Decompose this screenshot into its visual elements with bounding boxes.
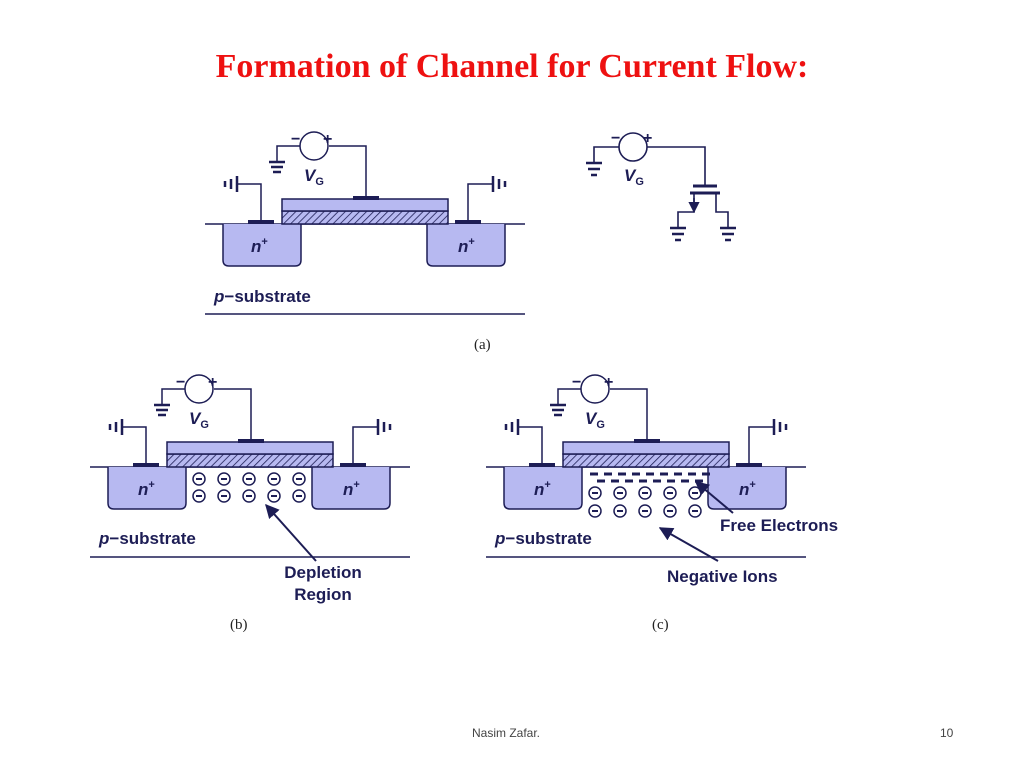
free-electrons-label: Free Electrons: [720, 516, 838, 535]
depletion-label-2: Region: [294, 585, 352, 604]
vg-plus-a: +: [323, 131, 332, 148]
source-label-a: n+: [251, 236, 268, 256]
drain-label-b: n+: [343, 479, 360, 499]
schem-vg-label: VG: [624, 166, 644, 188]
vg-minus-b: −: [176, 374, 185, 391]
substrate-label-a: p−substrate: [213, 287, 311, 306]
vg-plus-c: +: [604, 374, 613, 391]
vg-plus-b: +: [208, 374, 217, 391]
caption-b: (b): [230, 617, 248, 633]
caption-a: (a): [474, 337, 491, 353]
source-label-b: n+: [138, 479, 155, 499]
free-electrons-arrow: [694, 481, 734, 514]
depletion-arrow: [265, 503, 317, 562]
schem-plus: +: [643, 130, 652, 147]
vg-label-a: VG: [304, 166, 324, 188]
drain-label-c: n+: [739, 479, 756, 499]
depletion-label-1: Depletion: [284, 563, 361, 582]
caption-c: (c): [652, 617, 669, 633]
depletion-ions-b: [192, 472, 306, 503]
page-number: 10: [940, 726, 954, 740]
drain-label-a: n+: [458, 236, 475, 256]
schem-minus: −: [611, 130, 620, 147]
vg-minus-a: −: [291, 131, 300, 148]
negative-ions-c: [588, 486, 702, 518]
slide-title: Formation of Channel for Current Flow:: [215, 48, 809, 85]
negative-ions-label: Negative Ions: [667, 567, 778, 586]
vg-minus-c: −: [572, 374, 581, 391]
footer-author: Nasim Zafar.: [472, 726, 541, 740]
vg-label-b: VG: [189, 409, 209, 431]
substrate-label-c: p−substrate: [494, 529, 592, 548]
vg-label-c: VG: [585, 409, 605, 431]
source-label-c: n+: [534, 479, 551, 499]
negative-ions-arrow: [658, 527, 719, 562]
substrate-label-b: p−substrate: [98, 529, 196, 548]
nmos-schematic-symbol: [586, 132, 736, 242]
free-electrons: [590, 472, 710, 483]
